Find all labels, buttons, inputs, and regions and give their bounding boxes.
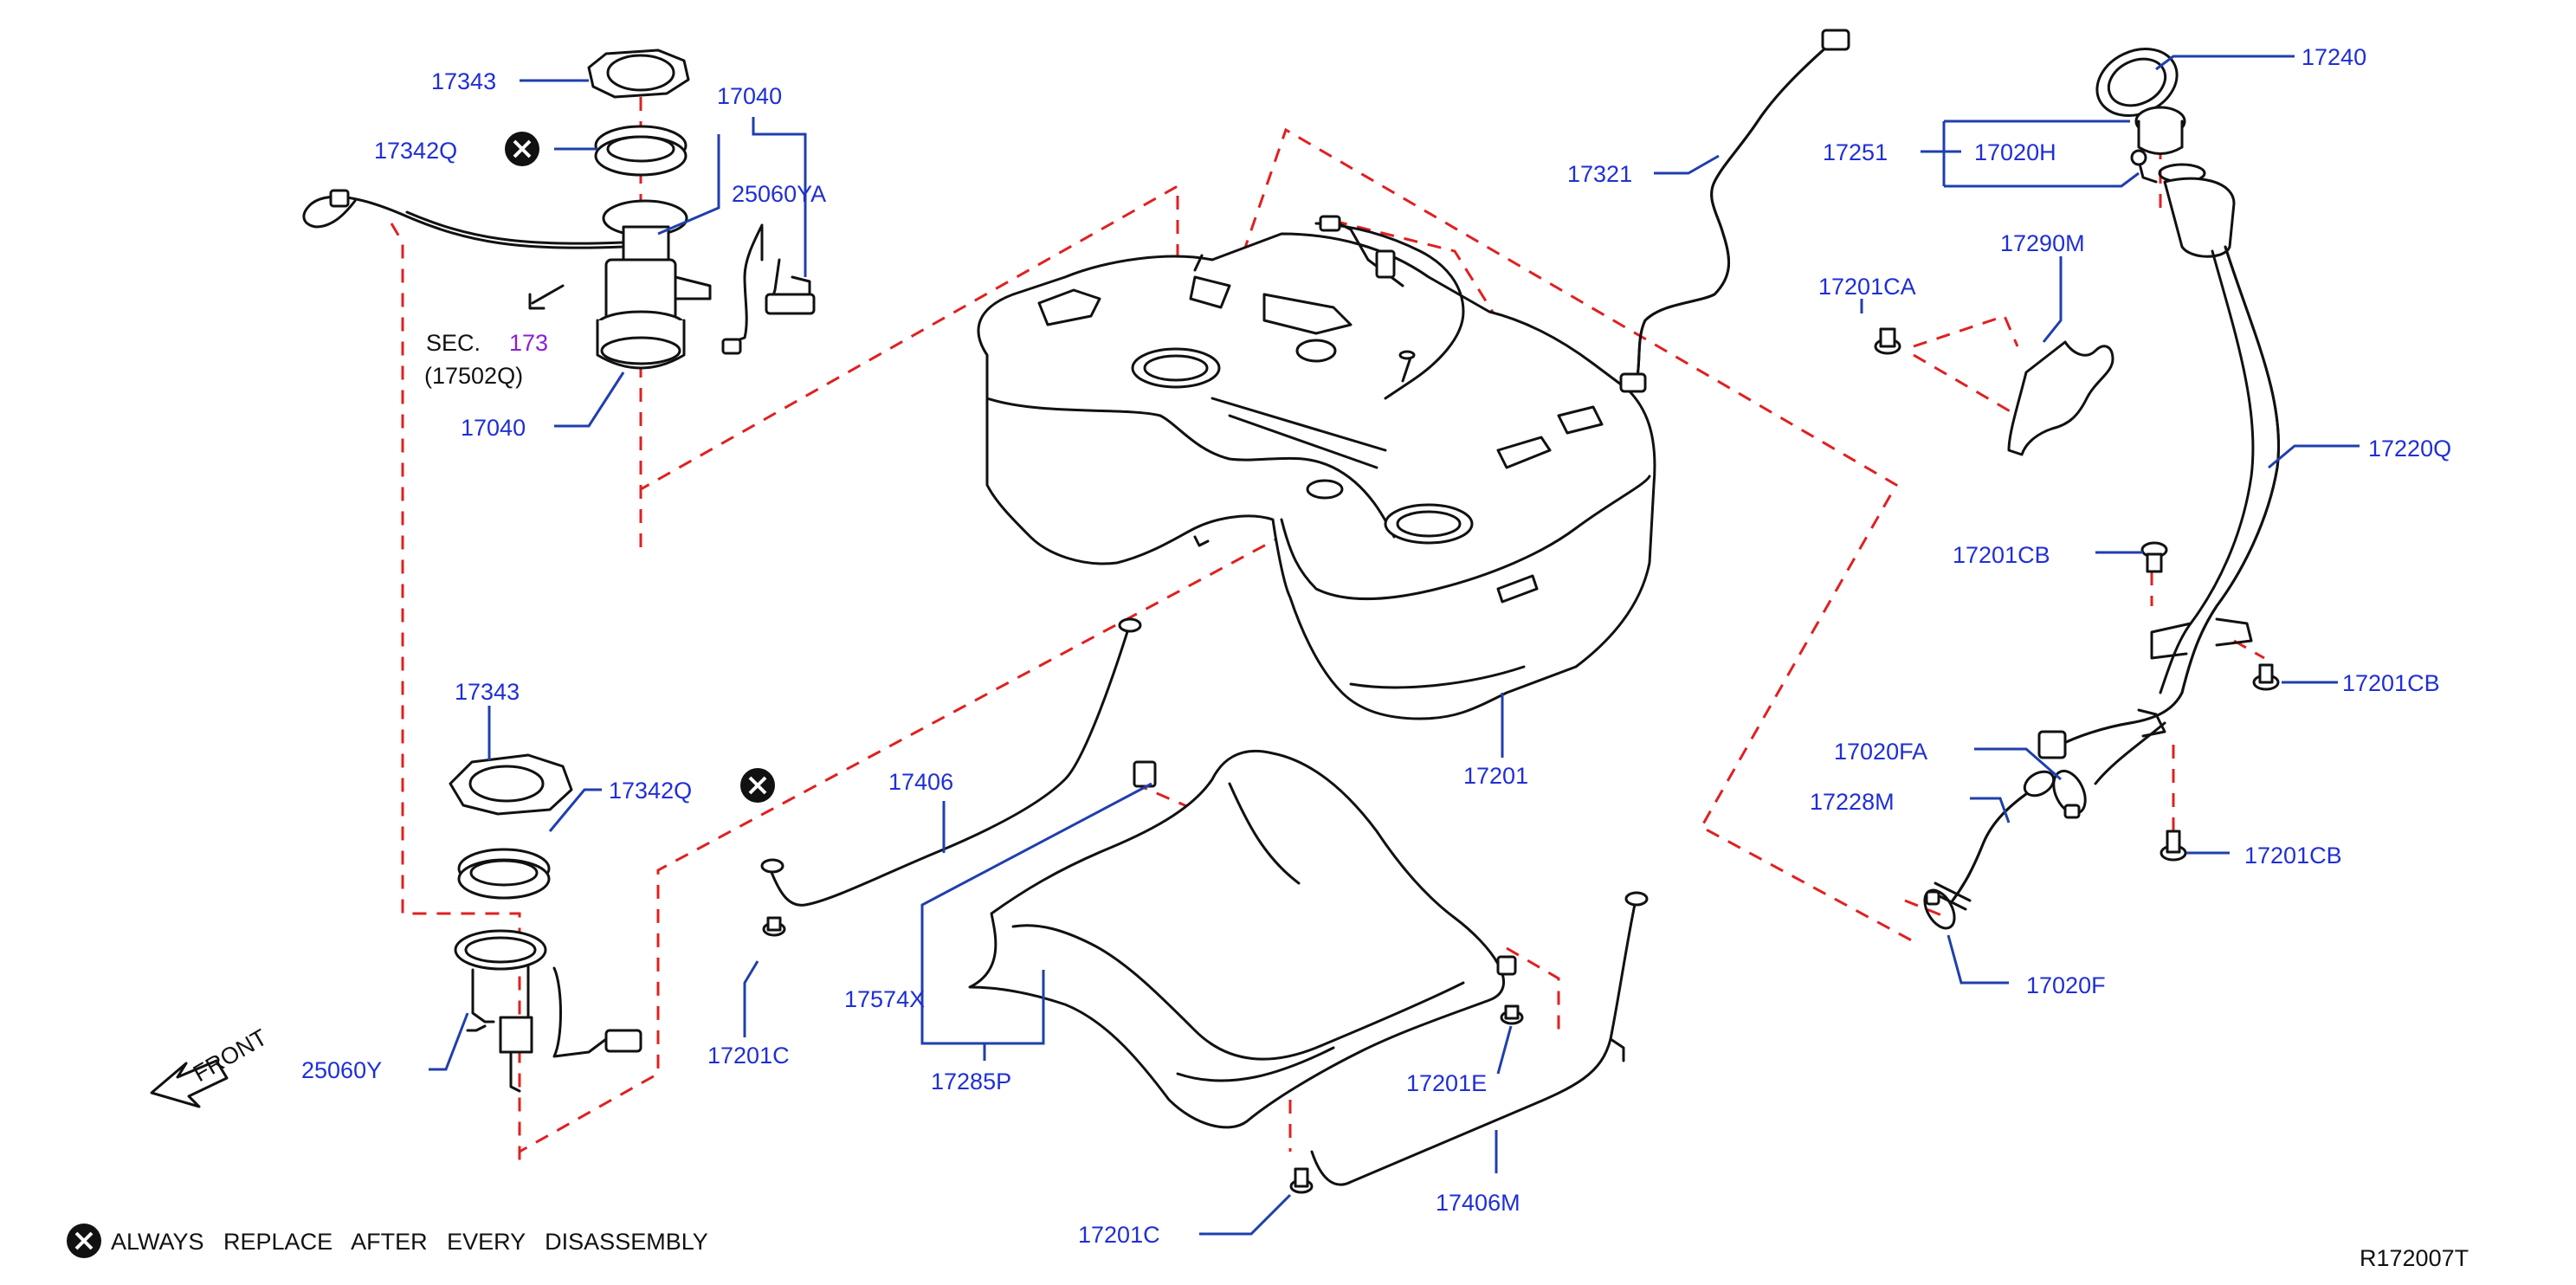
label-17020fa: 17020FA [1834, 739, 1927, 765]
label-25060y: 25060Y [301, 1057, 382, 1083]
fuel-pump-gasket-top [594, 125, 688, 177]
replace-marker-icon [505, 132, 539, 166]
fuel-tank-strap-17406m [1310, 891, 1649, 1186]
front-arrow-icon [150, 1059, 229, 1108]
label-17342q-bottom: 17342Q [609, 778, 692, 804]
bolt-17201c-left [762, 916, 786, 937]
fuel-level-sensor-bottom [454, 929, 642, 1093]
bolt-17201cb-3 [2160, 830, 2187, 862]
label-17201: 17201 [1463, 763, 1528, 789]
replace-marker-icon [67, 1224, 101, 1258]
label-17343-top: 17343 [431, 68, 496, 94]
label-17040-top: 17040 [717, 83, 782, 109]
sec-number: 173 [509, 330, 548, 356]
label-17574x: 17574X [844, 986, 925, 1012]
label-17201cb-1: 17201CB [1953, 542, 2050, 568]
bolt-17201cb-2 [2252, 663, 2280, 691]
label-17040-bottom: 17040 [461, 415, 526, 441]
label-17343-bottom: 17343 [455, 679, 520, 705]
label-25060ya: 25060YA [732, 181, 826, 207]
label-17342q-top: 17342Q [374, 138, 457, 164]
label-17201cb-3: 17201CB [2244, 843, 2342, 869]
bolt-17201cb-1 [2140, 541, 2168, 573]
bolt-17201ca [1874, 327, 1901, 355]
label-17201cb-2: 17201CB [2342, 670, 2440, 696]
label-17201e: 17201E [1406, 1070, 1487, 1096]
fuel-tank-strap-17406 [760, 617, 1142, 907]
front-label: FRONT [189, 1024, 272, 1087]
label-17201c-bottom: 17201C [1078, 1222, 1160, 1248]
label-17201ca: 17201CA [1818, 274, 1916, 300]
label-17240: 17240 [2302, 44, 2366, 70]
label-17285p: 17285P [931, 1069, 1011, 1095]
label-17228m: 17228M [1810, 789, 1895, 815]
filler-tube-17220q [2037, 177, 2281, 785]
label-17290m: 17290M [2000, 230, 2085, 256]
label-17251: 17251 [1823, 139, 1888, 165]
fuel-pump-harness [302, 189, 625, 249]
filler-cap-17251 [2134, 106, 2186, 155]
replace-marker-icon [740, 768, 775, 803]
bolt-17201e [1500, 1004, 1524, 1025]
protector-17290m [2007, 340, 2114, 456]
sec-reference: (17502Q) [424, 363, 523, 389]
filler-hose-17228m [1934, 770, 2056, 911]
heat-insulator [968, 749, 1517, 1129]
label-17220q: 17220Q [2368, 436, 2451, 462]
label-17020f: 17020F [2026, 972, 2106, 998]
fuel-tank [977, 215, 1656, 720]
part-labels: 17343 17040 17342Q 25060YA SEC. 173 (175… [189, 44, 2451, 1248]
fuel-pump-lock-ring-bottom [449, 753, 573, 816]
replace-notice: ALWAYS REPLACE AFTER EVERY DISASSEMBLY [111, 1229, 708, 1255]
fuel-level-sensor-top [721, 223, 816, 355]
fuel-pump-gasket-bottom [457, 848, 551, 900]
hose-clamp-17020f [1923, 888, 1956, 930]
leader-lines [429, 55, 2360, 1236]
drawing-code: R172007T [2360, 1245, 2469, 1271]
vent-tube-17321 [1619, 29, 1850, 393]
fuel-pump-module-top [596, 199, 712, 370]
sec-arrow-icon [528, 284, 565, 310]
label-17406: 17406 [888, 769, 953, 795]
fuel-pump-lock-ring-top [587, 48, 690, 99]
sec-prefix: SEC. [426, 330, 481, 356]
label-17321: 17321 [1567, 161, 1632, 187]
label-17020h: 17020H [1974, 139, 2056, 165]
cap-tether-17020h [2130, 149, 2206, 184]
bolt-17201c-bottom [1289, 1167, 1314, 1194]
label-17406m: 17406M [1436, 1190, 1520, 1216]
label-17201c-left: 17201C [707, 1043, 790, 1069]
filler-cap-seal-17240 [2095, 48, 2179, 117]
hose-clamp-17020fa [2052, 769, 2087, 819]
